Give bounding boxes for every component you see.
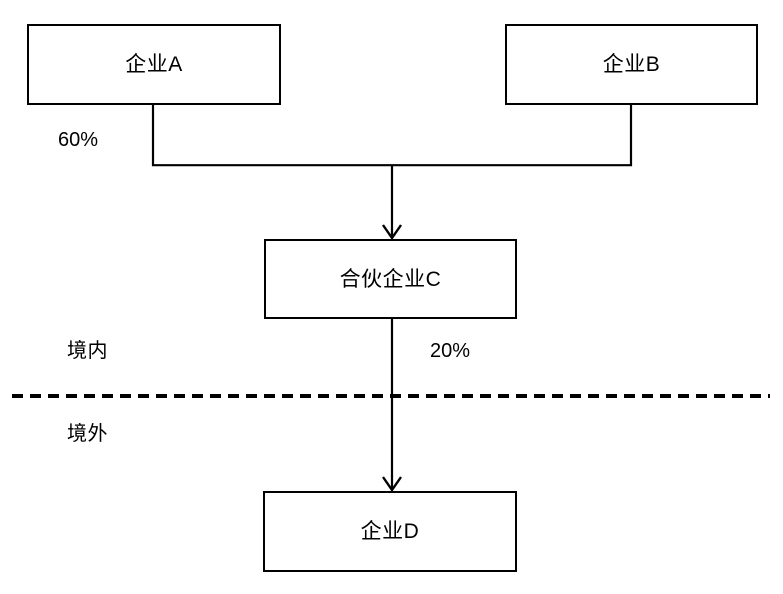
- region-label-overseas: 境外: [67, 423, 108, 445]
- arrowhead-into-c: [382, 224, 402, 241]
- edge-label-ownership-60: 60%: [58, 129, 99, 151]
- node-label-enterprise-a: 企业A: [125, 53, 183, 76]
- arrowhead-into-d: [382, 476, 402, 493]
- node-enterprise-d[interactable]: 企业D: [263, 491, 517, 572]
- node-label-enterprise-b: 企业B: [602, 53, 661, 76]
- node-enterprise-a[interactable]: 企业A: [27, 24, 281, 105]
- node-label-partnership-c: 合伙企业C: [339, 267, 442, 291]
- edge-label-ownership-20: 20%: [430, 340, 471, 362]
- node-enterprise-b[interactable]: 企业B: [505, 24, 758, 105]
- region-label-domestic: 境内: [67, 340, 108, 362]
- node-label-enterprise-d: 企业D: [360, 520, 420, 543]
- node-partnership-c[interactable]: 合伙企业C: [264, 239, 517, 319]
